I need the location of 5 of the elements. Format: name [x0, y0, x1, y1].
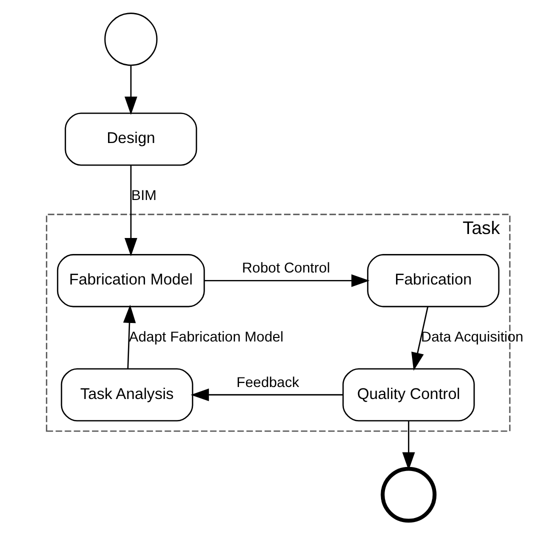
edge-label: Adapt Fabrication Model	[128, 329, 284, 346]
edge-label: Data Acquisition	[420, 329, 523, 346]
edge-label: Robot Control	[241, 260, 330, 277]
edge-label: Feedback	[236, 374, 299, 391]
edge-label: BIM	[130, 188, 156, 204]
